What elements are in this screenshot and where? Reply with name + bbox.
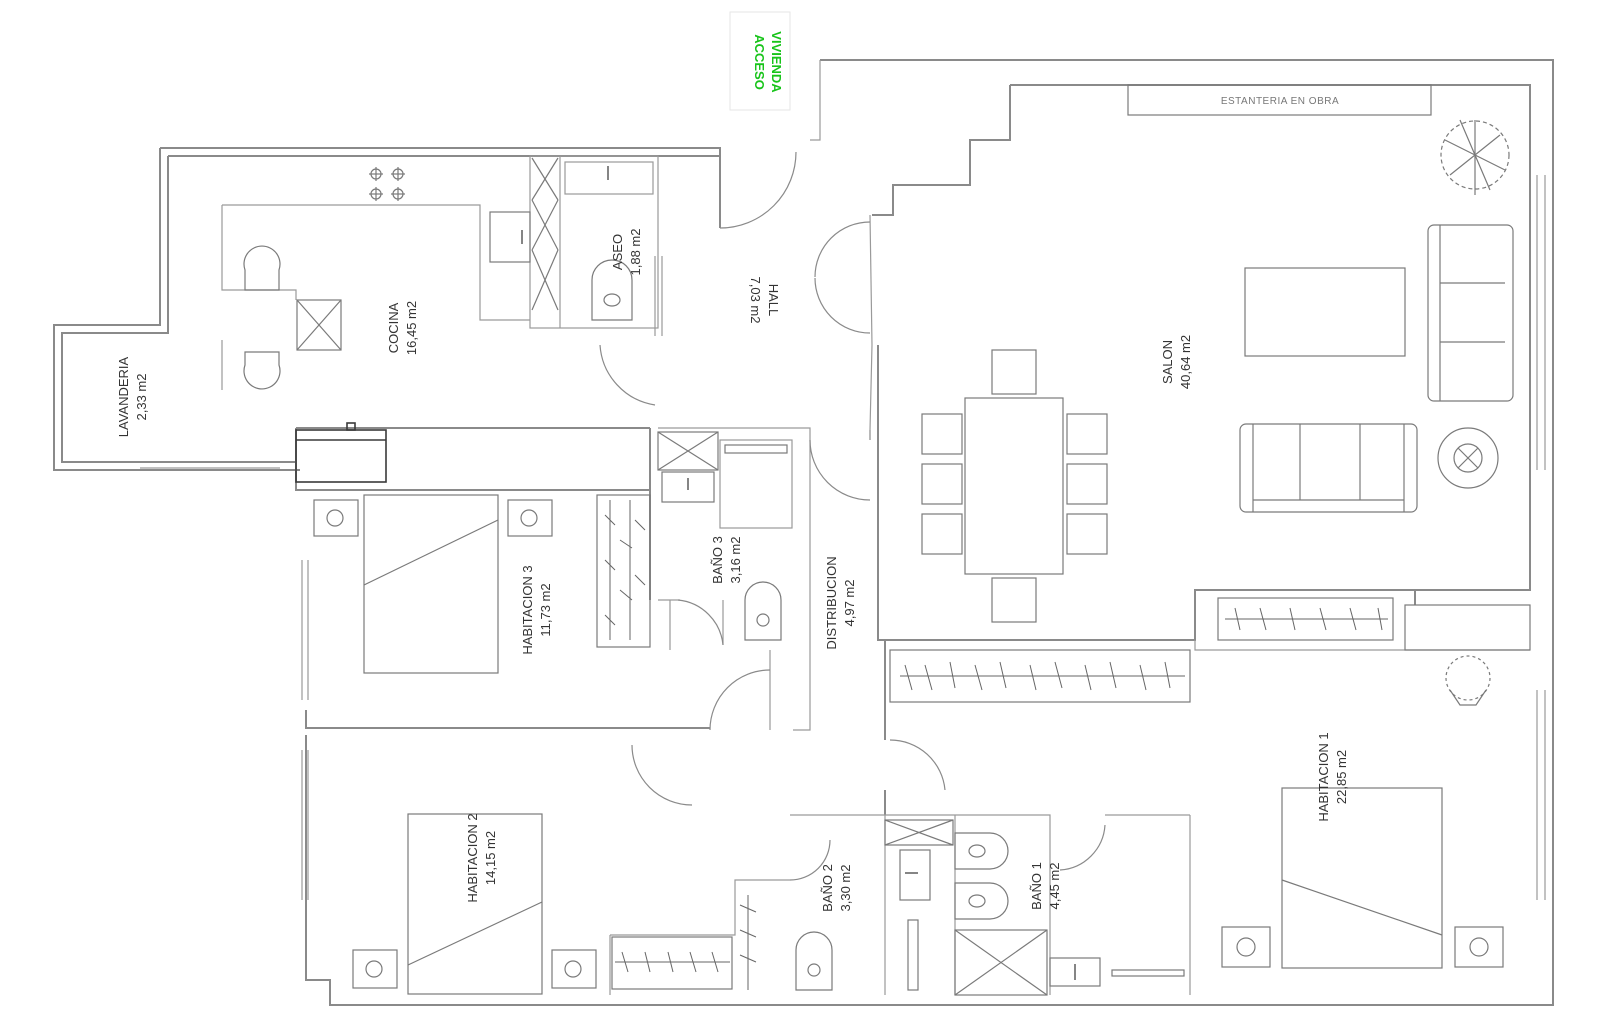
fridge-icon <box>296 299 342 351</box>
room-label-bano2: BAÑO 2 3,30 m2 <box>820 864 853 912</box>
washbasin-icon <box>1049 957 1101 987</box>
room-label-habitacion3: HABITACION 3 11,73 m2 <box>520 565 553 654</box>
bed-icon <box>1281 787 1443 969</box>
svg-text:3,30 m2: 3,30 m2 <box>838 865 853 912</box>
svg-text:14,15 m2: 14,15 m2 <box>483 831 498 885</box>
bathroom3-door <box>677 599 724 646</box>
room-label-aseo: ASEO 1,88 m2 <box>610 229 643 276</box>
outer-walls <box>53 59 1554 1006</box>
toilet-icon <box>954 882 1009 920</box>
doors <box>599 151 1106 881</box>
room-label-habitacion1: HABITACION 1 22,85 m2 <box>1316 732 1349 821</box>
svg-text:COCINA: COCINA <box>386 302 401 353</box>
salon-furniture <box>921 84 1514 623</box>
bathroom3-furniture <box>657 431 788 641</box>
bedroom2-furniture <box>352 813 757 995</box>
svg-text:HALL: HALL <box>766 284 781 317</box>
sink-icon <box>489 211 531 263</box>
svg-text:22,85 m2: 22,85 m2 <box>1334 750 1349 804</box>
bathroom1-furniture <box>954 832 1185 996</box>
toilet-icon <box>591 259 633 321</box>
shelf-label: ESTANTERIA EN OBRA <box>1221 96 1339 107</box>
bedroom1-furniture <box>1221 787 1504 969</box>
svg-text:BAÑO 3: BAÑO 3 <box>710 536 725 584</box>
room-label-habitacion2: HABITACION 2 14,15 m2 <box>465 813 498 902</box>
kitchen-door <box>599 344 656 406</box>
bed-icon <box>407 813 543 995</box>
toilet-icon <box>795 931 833 991</box>
bedroom3-furniture <box>313 494 651 674</box>
access-label-line1: ACCESO <box>752 34 767 90</box>
entrance-door <box>719 151 797 229</box>
access-label: ACCESO VIVIENDA <box>729 11 791 111</box>
hab1-door <box>889 739 946 791</box>
room-label-distribucion: DISTRIBUCION 4,97 m2 <box>824 556 857 649</box>
svg-text:40,64 m2: 40,64 m2 <box>1178 335 1193 389</box>
hab3-door <box>709 669 771 731</box>
svg-text:SALON: SALON <box>1160 340 1175 384</box>
svg-text:HABITACION 1: HABITACION 1 <box>1316 732 1331 821</box>
toilet-icon <box>744 581 782 641</box>
svg-text:LAVANDERIA: LAVANDERIA <box>116 356 131 437</box>
aseo-furniture <box>531 157 633 321</box>
room-label-bano3: BAÑO 3 3,16 m2 <box>710 536 743 584</box>
svg-text:BAÑO 2: BAÑO 2 <box>820 864 835 912</box>
svg-text:4,45 m2: 4,45 m2 <box>1047 863 1062 910</box>
stool-icon <box>243 245 281 390</box>
room-label-bano1: BAÑO 1 4,45 m2 <box>1029 862 1062 910</box>
wardrobe-icon <box>596 494 651 648</box>
svg-text:7,03 m2: 7,03 m2 <box>748 277 763 324</box>
svg-text:HABITACION 3: HABITACION 3 <box>520 565 535 654</box>
hob-appliance-icon <box>295 422 387 483</box>
shower-icon <box>531 157 559 311</box>
room-label-lavanderia: LAVANDERIA 2,33 m2 <box>116 356 149 437</box>
couch-icon <box>1239 423 1418 513</box>
bed-icon <box>363 494 499 674</box>
svg-text:11,73 m2: 11,73 m2 <box>538 583 553 636</box>
hall-wardrobe <box>889 597 1531 706</box>
hab2-door <box>631 744 693 806</box>
lamp-table-icon <box>1437 427 1499 489</box>
washbasin-icon <box>661 471 715 503</box>
svg-text:HABITACION 2: HABITACION 2 <box>465 813 480 902</box>
bathroom2-door <box>789 839 831 881</box>
cooktop-icon <box>369 167 405 201</box>
svg-text:3,16 m2: 3,16 m2 <box>728 537 743 584</box>
svg-text:DISTRIBUCION: DISTRIBUCION <box>824 556 839 649</box>
plant-icon <box>1440 119 1510 195</box>
sofa-icon <box>1427 224 1514 402</box>
room-label-cocina: COCINA 16,45 m2 <box>386 301 419 355</box>
svg-text:2,33 m2: 2,33 m2 <box>134 374 149 421</box>
chair-icon <box>1445 655 1491 706</box>
svg-text:16,45 m2: 16,45 m2 <box>404 301 419 355</box>
hall-double-door <box>814 221 871 334</box>
svg-text:ASEO: ASEO <box>610 234 625 270</box>
wardrobe-icon <box>611 936 733 990</box>
shelf <box>1127 84 1432 116</box>
dining-table-icon <box>921 349 1108 623</box>
svg-text:BAÑO 1: BAÑO 1 <box>1029 862 1044 910</box>
svg-text:4,97 m2: 4,97 m2 <box>842 580 857 627</box>
washbasin-icon <box>899 849 931 901</box>
interior-walls <box>221 148 1530 995</box>
svg-text:1,88 m2: 1,88 m2 <box>628 229 643 276</box>
bathroom1-door <box>1059 824 1106 871</box>
tv-table <box>1244 267 1406 357</box>
distribution-door <box>809 430 871 501</box>
bathroom2-furniture <box>795 819 954 991</box>
room-label-salon: SALON 40,64 m2 <box>1160 335 1193 389</box>
access-label-line2: VIVIENDA <box>769 31 784 93</box>
room-label-hall: HALL 7,03 m2 <box>748 277 781 324</box>
bidet-icon <box>954 832 1009 870</box>
kitchen-furniture <box>140 167 531 483</box>
